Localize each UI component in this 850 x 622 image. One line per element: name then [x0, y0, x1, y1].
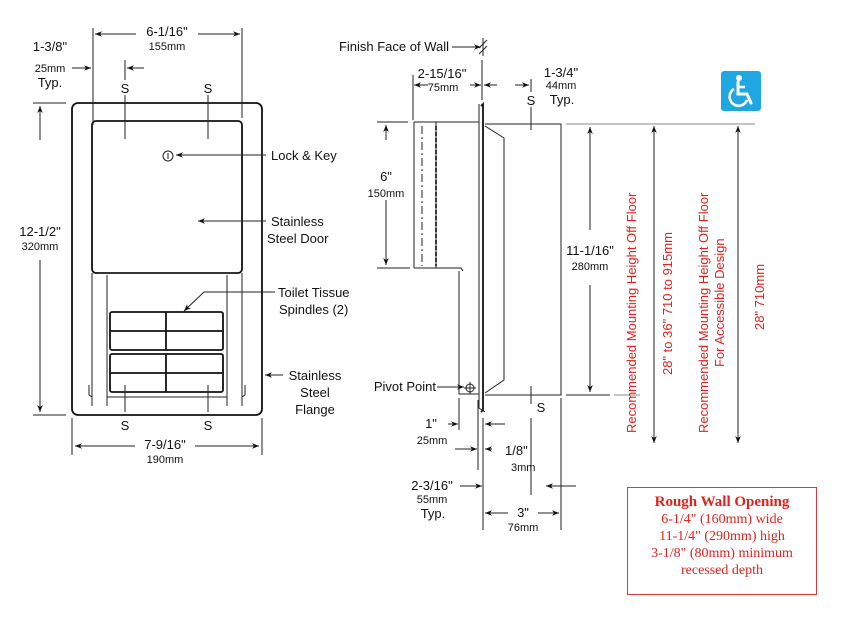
pivot-point-label: Pivot Point	[374, 379, 437, 394]
flange-callout-line3: Flange	[295, 402, 335, 417]
dim-depth-metric: 76mm	[508, 522, 539, 534]
projection-metric: 75mm	[428, 82, 459, 94]
flange-callout-line1: Stainless	[289, 368, 342, 383]
spindles-callout-line1: Toilet Tissue	[278, 285, 350, 300]
door-height-metric: 150mm	[368, 188, 405, 200]
stud-mark: S	[121, 418, 130, 433]
finish-face-of-wall-label: Finish Face of Wall	[339, 39, 449, 54]
door-height-imperial: 6"	[380, 169, 392, 184]
width-bottom-imperial: 7-9/16"	[144, 437, 186, 452]
wheelchair-icon	[721, 71, 761, 111]
stud-mark: S	[204, 81, 213, 96]
height-imperial: 12-1/2"	[19, 224, 61, 239]
dim-recess-metric: 55mm	[417, 494, 448, 506]
rough-wall-opening-line: recessed depth	[680, 563, 764, 578]
stud-offset-imperial: 1-3/4"	[544, 65, 579, 80]
dim-depth-imperial: 3"	[517, 505, 529, 520]
width-top-imperial: 6-1/16"	[146, 24, 188, 39]
mounting-heights: Recommended Mounting Height Off Floor 28…	[624, 126, 767, 443]
front-view: 6-1/16" 155mm 1-3/8" 25mm Typ. S S S S 1…	[19, 24, 349, 466]
dim-flange-metric: 3mm	[511, 462, 535, 474]
stud-mark: S	[527, 93, 536, 108]
cabinet-side-rails	[91, 273, 243, 406]
door-callout-line1: Stainless	[271, 214, 324, 229]
stainless-steel-door	[91, 120, 243, 274]
body-height-imperial: 11-1/16"	[566, 243, 614, 258]
stud-mark: S	[537, 400, 546, 415]
rough-wall-opening-line: 11-1/4" (290mm) high	[659, 529, 785, 544]
door-callout-line2: Steel Door	[267, 231, 329, 246]
dim-1in-imperial: 1"	[425, 416, 437, 431]
stud-offset-metric: 44mm	[546, 80, 577, 92]
spindles-callout-line2: Spindles (2)	[279, 302, 348, 317]
rough-wall-opening-box: Rough Wall Opening 6-1/4" (160mm) wide 1…	[627, 487, 817, 595]
offset-top-metric: 25mm	[35, 63, 66, 75]
dim-recess-imperial: 2-3/16"	[411, 478, 453, 493]
offset-top-note: Typ.	[38, 75, 63, 90]
flange-outline	[71, 102, 263, 416]
dim-1in-metric: 25mm	[417, 435, 448, 447]
lock-key-callout: Lock & Key	[271, 148, 337, 163]
rough-wall-opening-line: 3-1/8" (80mm) minimum	[651, 546, 793, 561]
projection-imperial: 2-15/16"	[418, 66, 467, 81]
standard-height-label: Recommended Mounting Height Off Floor	[624, 192, 639, 433]
width-top-metric: 155mm	[149, 41, 186, 53]
stud-mark: S	[121, 81, 130, 96]
lock-icon	[162, 150, 174, 162]
stud-mark: S	[204, 418, 213, 433]
height-metric: 320mm	[22, 241, 59, 253]
rough-wall-opening-title: Rough Wall Opening	[654, 494, 790, 510]
standard-height-value: 28" to 36" 710 to 915mm	[660, 232, 675, 375]
offset-top-imperial: 1-3/8"	[33, 39, 68, 54]
width-bottom-metric: 190mm	[147, 454, 184, 466]
flange-callout-line2: Steel	[300, 385, 330, 400]
rough-wall-opening-line: 6-1/4" (160mm) wide	[661, 512, 783, 527]
side-view: Finish Face of Wall 2-15/16" 75mm 1-3/4"…	[339, 38, 755, 534]
stud-offset-note: Typ.	[550, 92, 575, 107]
toilet-tissue-rolls	[88, 311, 246, 398]
accessible-height-label-line1: Recommended Mounting Height Off Floor	[696, 192, 711, 433]
dim-flange-imperial: 1/8"	[505, 443, 528, 458]
body-height-metric: 280mm	[572, 261, 609, 273]
dim-recess-note: Typ.	[421, 506, 446, 521]
accessible-height-value: 28" 710mm	[752, 264, 767, 330]
accessible-height-label-line2: For Accessible Design	[712, 238, 727, 367]
